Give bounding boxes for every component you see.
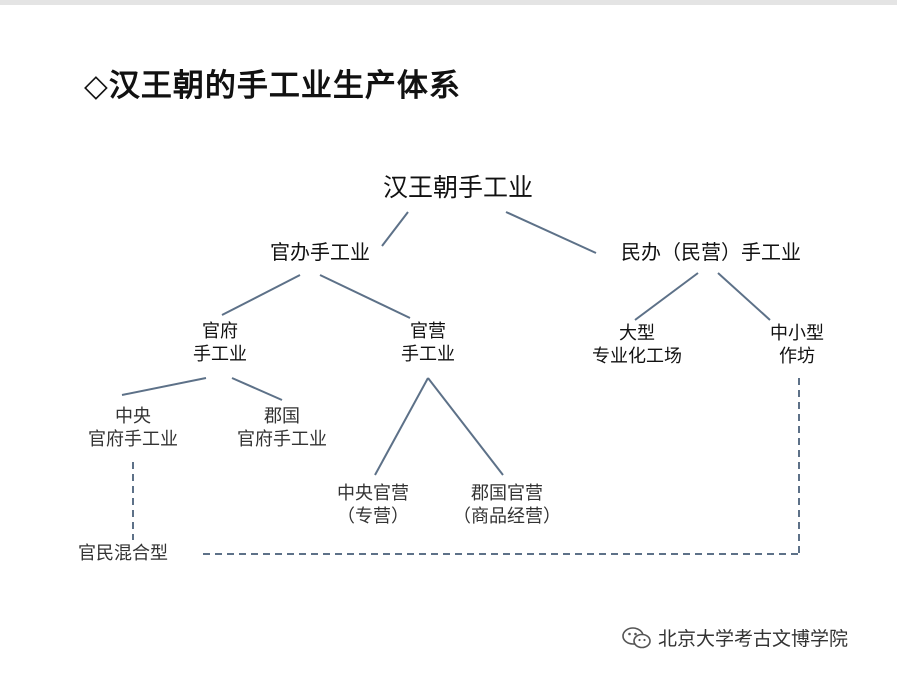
edge-ying-central: [374, 377, 429, 476]
node-official-fu: 官府 手工业: [193, 321, 247, 366]
edge-private-large: [634, 272, 699, 321]
node-root: 汉王朝手工业: [382, 173, 534, 202]
node-official: 官办手工业: [270, 240, 370, 264]
node-small-workshop: 中小型 作坊: [770, 323, 824, 368]
watermark: 北京大学考古文博学院: [622, 624, 848, 651]
node-large-workshop: 大型 专业化工场: [592, 323, 682, 368]
watermark-text: 北京大学考古文博学院: [658, 628, 849, 650]
top-border: [0, 0, 897, 5]
edge-official-fu: [221, 274, 301, 316]
node-commandery-fu: 郡国 官府手工业: [237, 406, 327, 451]
node-official-ying: 官营 手工业: [401, 321, 455, 366]
edge-fu-central: [121, 377, 207, 396]
node-central-ying: 中央官营 （专营）: [337, 483, 409, 528]
wechat-icon: [622, 626, 651, 648]
node-mixed: 官民混合型: [78, 543, 168, 564]
edge-root-private: [505, 211, 597, 254]
node-private: 民办（民营）手工业: [621, 240, 801, 264]
page-title: ◇汉王朝的手工业生产体系: [84, 68, 461, 104]
edge-root-official: [381, 211, 409, 247]
edge-fu-commandery: [231, 377, 283, 401]
edge-ying-commandery: [427, 377, 504, 476]
edge-private-small: [717, 272, 771, 321]
edge-official-ying: [319, 274, 411, 319]
node-commandery-ying: 郡国官营 （商品经营）: [453, 483, 561, 528]
node-central-fu: 中央 官府手工业: [88, 406, 178, 451]
